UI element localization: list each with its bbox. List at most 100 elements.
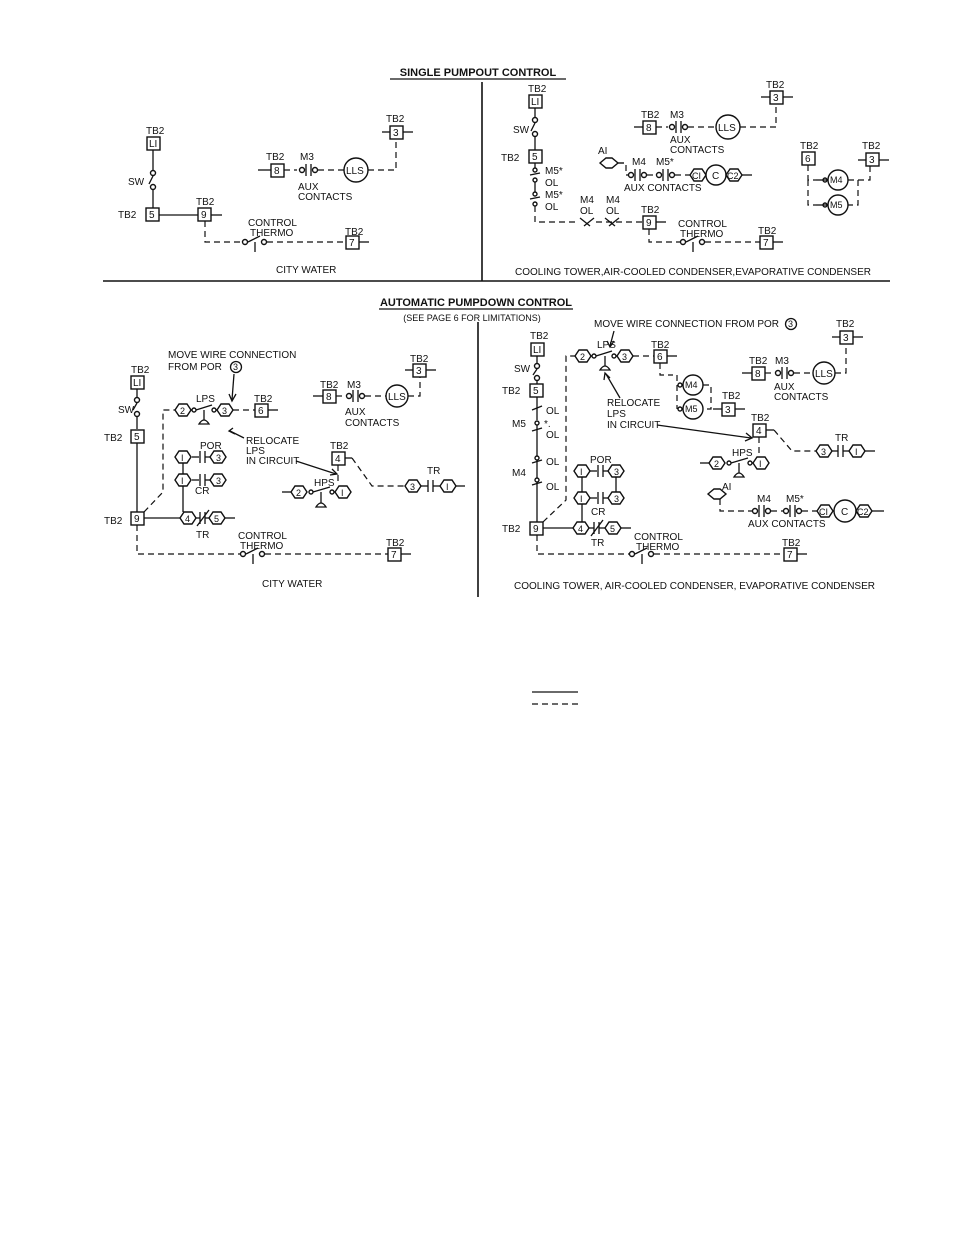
diagram-label: M5*: [545, 190, 563, 201]
diagram-label: TB2: [766, 80, 785, 91]
dashed-wire: [807, 165, 816, 181]
contact-point: [627, 171, 635, 179]
hex-terminal: [174, 403, 192, 417]
diagram-label: M3: [775, 356, 789, 367]
contact-point: [611, 353, 617, 359]
dashed-wire: [351, 457, 405, 487]
diagram-label: CONTROL: [248, 218, 297, 229]
diagram-label: TB2: [118, 210, 137, 221]
dashed-wire: [368, 138, 397, 171]
hex-terminal: [209, 450, 227, 464]
wire: [195, 404, 213, 411]
diagram-label: SW: [514, 364, 531, 375]
auto-pumpdown-title: AUTOMATIC PUMPDOWN CONTROL: [380, 297, 572, 309]
wire: [606, 340, 615, 349]
diagram-label: 3: [773, 93, 779, 104]
dashed-wire: [659, 363, 673, 376]
wire: [530, 122, 536, 132]
diagram-label: CONTROL: [634, 532, 683, 543]
diagram-label: 2: [180, 406, 185, 416]
diagram-label: 8: [646, 123, 652, 134]
contact-point: [787, 369, 795, 377]
contact-point: [311, 166, 319, 174]
diagram-label: TB2: [749, 356, 768, 367]
wire: [247, 235, 261, 243]
diagram-label: 3: [725, 405, 731, 416]
diagram-label: I: [181, 453, 184, 463]
wire: [245, 547, 259, 555]
hex-terminal: [706, 488, 728, 500]
diagram-label: LPS: [246, 446, 265, 457]
auto-city-water: TB2 LI SW TB2 5 TB2 9 2 LPS 3 TB2 6 MOVE…: [104, 350, 465, 590]
diagram-label: TB2: [196, 197, 215, 208]
diagram-label: CONTACTS: [345, 418, 400, 429]
diagram-label: 5: [532, 152, 538, 163]
hex-terminal: [708, 456, 726, 470]
diagram-label: M5: [830, 200, 843, 210]
wire: [730, 457, 749, 464]
contact-point: [345, 392, 353, 400]
contact-point: [358, 392, 366, 400]
diagram-label: M4: [830, 175, 843, 185]
wire: [148, 175, 154, 185]
diagram-label: M3: [347, 380, 361, 391]
diagram-label: RELOCATE: [246, 436, 299, 447]
single-city-water: TB2 LI SW TB2 5 TB2 9 CONTROL THERMO TB2…: [118, 114, 413, 276]
diagram-label: TB2: [641, 205, 660, 216]
diagram-label: AUX: [345, 407, 366, 418]
wire: [590, 519, 604, 537]
contact-point: [784, 317, 798, 331]
diagram-label: 3: [614, 494, 619, 504]
diagram-label: I: [341, 488, 344, 498]
hex-terminal: [174, 473, 192, 487]
diagram-label: RELOCATE: [607, 398, 660, 409]
diagram-label: TB2: [104, 516, 123, 527]
diagram-label: M5*: [656, 157, 674, 168]
contact-point: [747, 460, 753, 466]
diagram-label: HPS: [314, 478, 335, 489]
diagram-label: TB2: [386, 114, 405, 125]
diagram-label: LI: [149, 139, 157, 150]
contact-point: [531, 116, 539, 124]
diagram-label: 4: [185, 514, 190, 524]
diagram-label: MOVE WIRE CONNECTION FROM POR: [594, 319, 779, 330]
contact-point: [298, 166, 306, 174]
contact-point: [628, 550, 636, 558]
diagram-label: 3: [821, 447, 826, 457]
dashed-wire: [740, 104, 777, 128]
diagram-label: POR: [590, 455, 612, 466]
wire: [329, 468, 339, 476]
diagram-label: AUX: [774, 382, 795, 393]
diagram-label: CI: [692, 171, 701, 181]
hex-terminal: [209, 473, 227, 487]
diagram-label: THERMO: [240, 541, 284, 552]
contact-point: [647, 550, 655, 558]
contact-point: [191, 407, 197, 413]
wire: [598, 365, 612, 371]
contact-point: [211, 407, 217, 413]
wire: [744, 432, 754, 442]
diagram-label: TB2: [751, 413, 770, 424]
contact-point: [260, 238, 268, 246]
wire: [595, 350, 613, 357]
contact-point: [677, 382, 683, 388]
hex-terminal: [574, 349, 592, 363]
diagram-label: C2: [857, 507, 869, 517]
diagram-label: COOLING TOWER,AIR-COOLED CONDENSER,EVAPO…: [515, 267, 871, 278]
line-legend: [532, 691, 578, 705]
diagram-label: 9: [134, 514, 140, 525]
contact-point: [258, 550, 266, 558]
dashed-wire: [848, 179, 859, 206]
hex-terminal: [290, 485, 308, 499]
diagram-label: TB2: [501, 153, 520, 164]
contact-point: [764, 507, 772, 515]
wire: [583, 217, 595, 227]
contact-point: [133, 410, 141, 418]
diagram-label: I: [855, 447, 858, 457]
diagram-label: M4: [757, 494, 771, 505]
diagram-label: 3: [614, 467, 619, 477]
diagram-label: TB2: [502, 524, 521, 535]
diagram-label: SW: [128, 177, 145, 188]
diagram-label: THERMO: [250, 228, 294, 239]
